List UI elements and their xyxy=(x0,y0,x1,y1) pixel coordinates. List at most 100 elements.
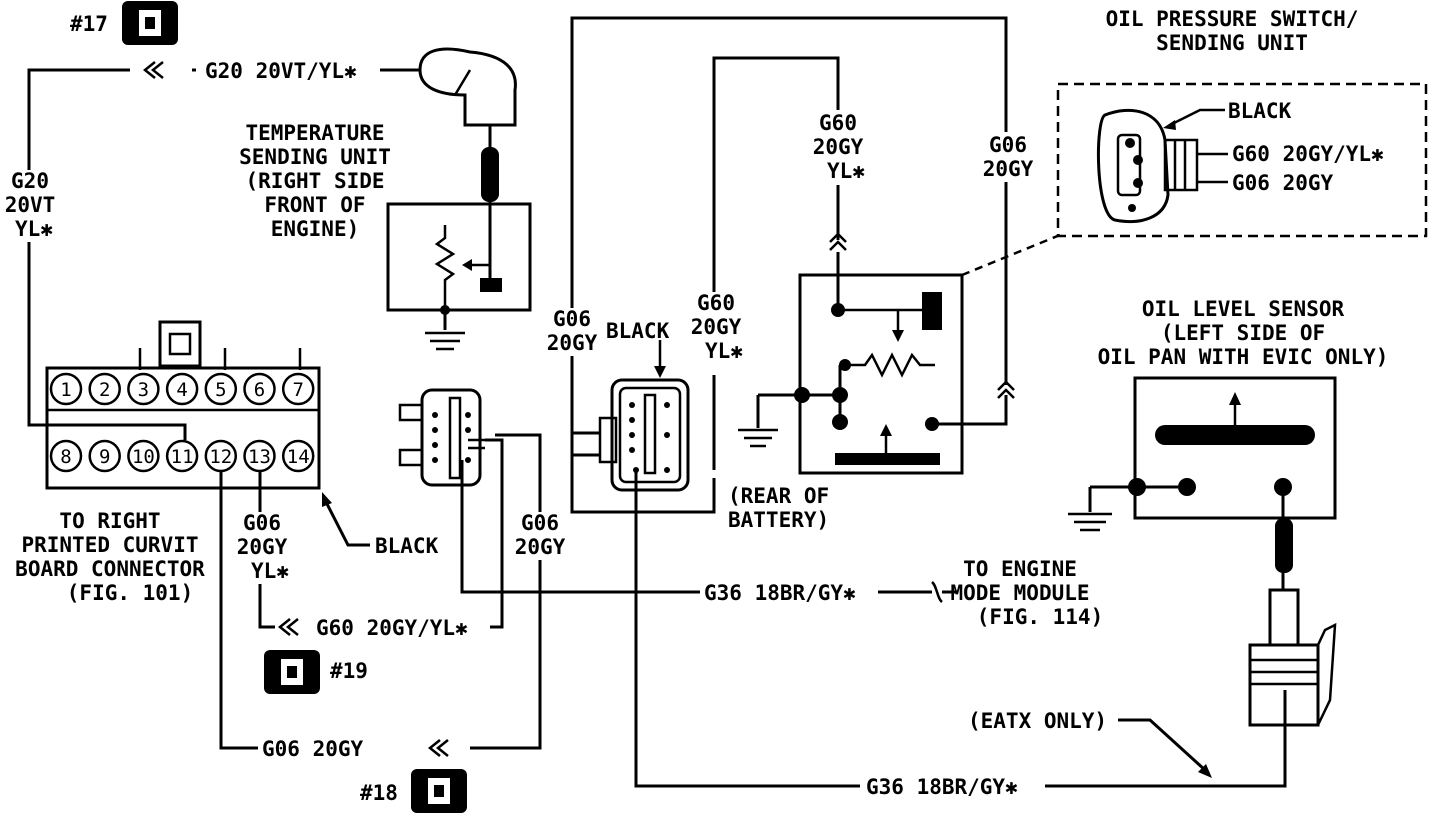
inline-connector xyxy=(398,388,495,487)
svg-text:MODE MODULE: MODE MODULE xyxy=(950,581,1089,605)
pin-1-circle xyxy=(49,372,83,406)
svg-text:20VT: 20VT xyxy=(5,193,56,217)
svg-text:G60: G60 xyxy=(697,291,735,315)
svg-text:PRINTED CURVIT: PRINTED CURVIT xyxy=(21,533,198,557)
svg-text:G06: G06 xyxy=(989,133,1027,157)
svg-text:20GY: 20GY xyxy=(813,135,864,159)
oil-pressure-switch-title: OIL PRESSURE SWITCH/ SENDING UNIT xyxy=(1106,7,1359,55)
svg-text:(FIG. 101): (FIG. 101) xyxy=(67,581,193,605)
pin-13-circle xyxy=(243,439,276,473)
pin-6-label: 6 xyxy=(254,379,265,401)
wire-g20-top-label: G20 20VT/YL✱ xyxy=(205,59,357,83)
pin-5-circle xyxy=(204,372,238,406)
pin-14-label: 14 xyxy=(287,446,310,468)
wire-g06-mid-label: G06 20GY xyxy=(512,511,570,560)
oil-switch-g06-label: G06 20GY xyxy=(1232,171,1334,195)
svg-text:BATTERY): BATTERY) xyxy=(728,508,829,532)
temperature-sending-unit-label: TEMPERATURE SENDING UNIT (RIGHT SIDE FRO… xyxy=(239,121,391,241)
pin-6-circle xyxy=(243,372,276,406)
svg-text:SENDING UNIT: SENDING UNIT xyxy=(239,145,391,169)
wire-g36-bottom-label: G36 18BR/GY✱ xyxy=(866,775,1018,799)
oil-switch-g60-label: G60 20GY/YL✱ xyxy=(1232,142,1384,166)
svg-text:G06: G06 xyxy=(243,511,281,535)
svg-text:ENGINE): ENGINE) xyxy=(271,217,360,241)
connector-icon xyxy=(122,1,178,45)
svg-text:G20: G20 xyxy=(11,169,49,193)
svg-text:OIL PRESSURE SWITCH/: OIL PRESSURE SWITCH/ xyxy=(1106,7,1359,31)
pin-9-label: 9 xyxy=(99,446,110,468)
pin-3-label: 3 xyxy=(138,379,149,401)
pin-10-label: 10 xyxy=(132,446,155,468)
svg-text:(REAR OF: (REAR OF xyxy=(728,484,829,508)
pin-8-label: 8 xyxy=(60,446,71,468)
svg-text:YL✱: YL✱ xyxy=(15,217,53,241)
connector-18: #18 xyxy=(360,769,467,813)
eatx-label: (EATX ONLY) xyxy=(968,709,1107,733)
oil-level-sensor xyxy=(1068,376,1337,730)
wire-g36-mid-label: G36 18BR/GY✱ xyxy=(704,581,856,605)
connector-19-label: #19 xyxy=(330,659,368,683)
pin-7-label: 7 xyxy=(292,379,303,401)
svg-text:SENDING UNIT: SENDING UNIT xyxy=(1156,31,1308,55)
pin-12-label: 12 xyxy=(209,446,232,468)
pin-5-label: 5 xyxy=(215,379,226,401)
engine-mode-module-label: TO ENGINE MODE MODULE (FIG. 114) xyxy=(950,557,1103,629)
wire-g06-conn-label: G06 20GY xyxy=(544,307,602,356)
battery-connector-black-label: BLACK xyxy=(606,319,670,343)
connector-17-label: #17 xyxy=(70,12,108,36)
connector-18-label: #18 xyxy=(360,781,398,805)
pcb-connector-label: TO RIGHT PRINTED CURVIT BOARD CONNECTOR … xyxy=(15,509,205,605)
svg-text:G06: G06 xyxy=(521,511,559,535)
svg-text:20GY: 20GY xyxy=(547,331,598,355)
svg-text:FRONT OF: FRONT OF xyxy=(264,193,365,217)
svg-text:G06: G06 xyxy=(553,307,591,331)
connector-icon xyxy=(411,769,467,813)
pin-4-label: 4 xyxy=(176,379,187,401)
pin-12-circle xyxy=(204,439,238,473)
wire-g06-right-label: G06 20GY xyxy=(978,132,1038,182)
pin-2-circle xyxy=(88,372,121,406)
wire-g06-left-label: G06 20GY YL✱ xyxy=(232,511,290,584)
svg-text:TO RIGHT: TO RIGHT xyxy=(59,509,160,533)
wire-g06-bottom-label: G06 20GY xyxy=(262,737,364,761)
oil-switch-black-label: BLACK xyxy=(1228,99,1292,123)
svg-text:20GY: 20GY xyxy=(691,315,742,339)
wire-break-icon xyxy=(142,61,1015,757)
svg-text:OIL PAN WITH EVIC ONLY): OIL PAN WITH EVIC ONLY) xyxy=(1098,345,1389,369)
wire-g20-side-label: G20 20VT YL✱ xyxy=(4,169,56,242)
pin-8-circle xyxy=(49,439,83,473)
svg-text:(RIGHT SIDE: (RIGHT SIDE xyxy=(245,169,384,193)
eatx-leader xyxy=(1118,718,1212,778)
svg-text:TEMPERATURE: TEMPERATURE xyxy=(245,121,384,145)
rear-of-battery-label: (REAR OF BATTERY) xyxy=(728,484,829,532)
pin-4-circle xyxy=(165,372,199,406)
oil-pressure-switch-schematic xyxy=(738,273,964,475)
svg-text:YL✱: YL✱ xyxy=(705,339,743,363)
oil-pressure-switch-detail xyxy=(1056,82,1428,238)
pin-9-circle xyxy=(88,439,121,473)
pin-13-label: 13 xyxy=(248,446,271,468)
pin-3-circle xyxy=(127,372,160,406)
wire-g60-top-label: G60 20GY YL✱ xyxy=(808,110,870,184)
wire-g60-conn-label: G60 20GY YL✱ xyxy=(688,291,748,364)
svg-text:YL✱: YL✱ xyxy=(827,159,865,183)
connector-17: #17 xyxy=(70,1,178,45)
svg-text:20GY: 20GY xyxy=(515,535,566,559)
oil-level-sensor-title: OIL LEVEL SENSOR (LEFT SIDE OF OIL PAN W… xyxy=(1098,297,1389,369)
svg-text:BLACK: BLACK xyxy=(375,534,439,558)
svg-text:YL✱: YL✱ xyxy=(251,559,289,583)
pin-11-circle xyxy=(165,439,199,473)
svg-text:BOARD CONNECTOR: BOARD CONNECTOR xyxy=(15,557,205,581)
svg-text:20GY: 20GY xyxy=(983,157,1034,181)
connector-icon xyxy=(264,650,320,694)
svg-text:G60: G60 xyxy=(819,111,857,135)
pin-2-label: 2 xyxy=(99,379,110,401)
svg-text:OIL LEVEL SENSOR: OIL LEVEL SENSOR xyxy=(1142,297,1345,321)
connector-19: #19 xyxy=(264,650,368,694)
pin-10-circle xyxy=(127,439,160,473)
battery-connector xyxy=(598,340,690,492)
